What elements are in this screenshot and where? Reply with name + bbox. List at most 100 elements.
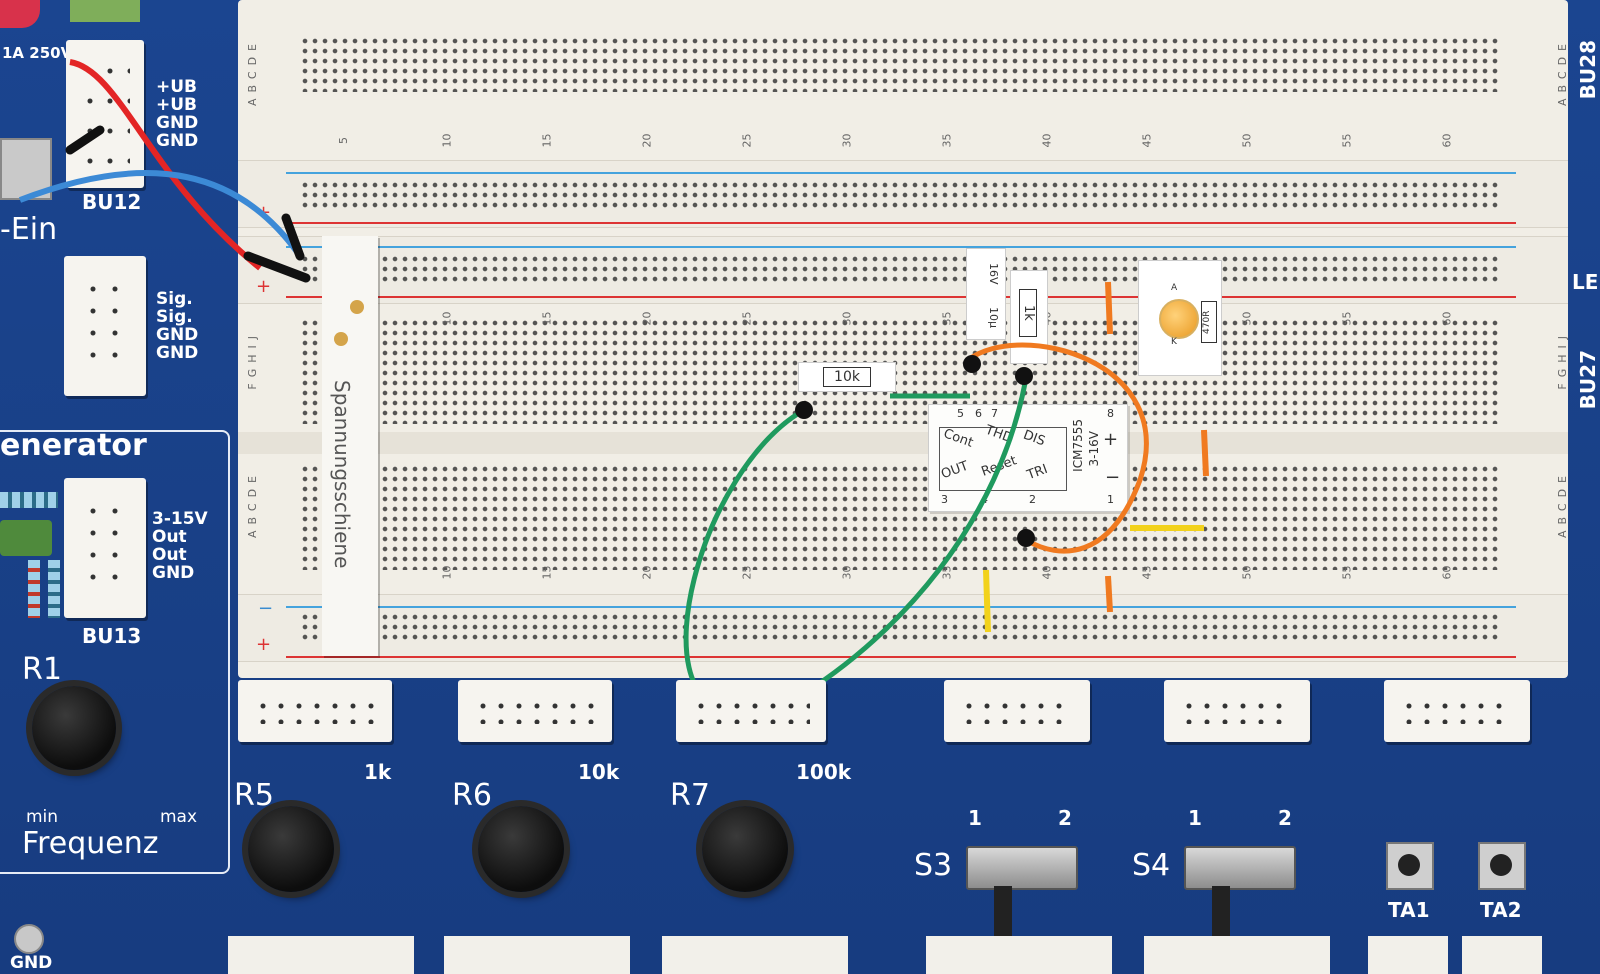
led-cathode-label: K: [1171, 337, 1177, 347]
letters-mid-left: FGHIJ: [246, 330, 259, 390]
resistor-1k-label: 1k: [1019, 289, 1037, 337]
capacitor-green: [70, 0, 140, 22]
r7-value: 100k: [796, 760, 852, 784]
led-module[interactable]: A K 470R: [1138, 260, 1222, 376]
r5-value: 1k: [364, 760, 392, 784]
power-socket[interactable]: [66, 40, 144, 188]
column-number: 60: [1440, 133, 1454, 148]
middle-strip-holes[interactable]: [300, 318, 1500, 424]
column-number: 20: [640, 311, 654, 326]
rail-plus-1: +: [256, 202, 272, 223]
rail-minus-3: −: [258, 598, 274, 619]
ic-pin-number: 1: [1107, 493, 1114, 506]
column-number: 40: [1040, 133, 1054, 148]
resistor-10k-label: 10k: [823, 367, 871, 387]
rail-holes-1[interactable]: [300, 180, 1500, 212]
rail-line-red-1: [286, 222, 1516, 224]
s4-slide-handle[interactable]: [1212, 886, 1230, 940]
rail-plus-2: +: [256, 276, 272, 297]
bottom-tab-3: [662, 936, 848, 974]
ta1-button[interactable]: [1386, 842, 1434, 890]
rail-line-blue-3: [286, 606, 1516, 608]
pot-socket-r6[interactable]: [458, 680, 612, 742]
r7-knob[interactable]: [702, 806, 788, 892]
power-switch[interactable]: [0, 138, 52, 200]
column-number: 50: [1240, 311, 1254, 326]
ta1-label: TA1: [1388, 898, 1430, 922]
switch-socket-s4[interactable]: [1164, 680, 1310, 742]
rail-holes-3[interactable]: [300, 612, 1500, 644]
resistor-10k[interactable]: 10k: [798, 362, 896, 392]
column-number: 25: [740, 565, 754, 580]
gnd-terminal[interactable]: [14, 924, 44, 954]
pot-socket-r7[interactable]: [676, 680, 826, 742]
lower-strip-holes[interactable]: [300, 464, 1500, 570]
capacitor-volt: 16V: [987, 263, 1000, 285]
ic-pin-number: 8: [1107, 407, 1114, 420]
s4-pos-1: 1: [1188, 806, 1202, 830]
r1-knob[interactable]: [32, 686, 116, 770]
capacitor-10u[interactable]: 16V 10µ: [966, 248, 1006, 340]
rail-line-red-2: [286, 296, 1516, 298]
column-number: 5: [337, 137, 350, 144]
column-number: 15: [540, 133, 554, 148]
generator-socket[interactable]: [64, 478, 146, 618]
r5-knob[interactable]: [248, 806, 334, 892]
s3-slide-handle[interactable]: [994, 886, 1012, 940]
column-number: 25: [740, 133, 754, 148]
signal-socket[interactable]: [64, 256, 146, 396]
bottom-tab-7: [1462, 936, 1542, 974]
r5-label: R5: [234, 778, 274, 813]
r1-label: R1: [22, 652, 62, 687]
column-number: 35: [940, 133, 954, 148]
pot-socket-r5[interactable]: [238, 680, 392, 742]
ic-minus: −: [1105, 467, 1121, 488]
button-socket[interactable]: [1384, 680, 1530, 742]
ic-pin-number: 2: [1029, 493, 1036, 506]
ic-name: ICM7555: [1071, 419, 1085, 472]
s3-pos-1: 1: [968, 806, 982, 830]
letters-low-right: ABCDE: [1556, 470, 1569, 538]
column-number: 35: [940, 311, 954, 326]
ic-pin-number: 7: [991, 407, 998, 420]
column-number: 10: [440, 133, 454, 148]
ic-icm7555[interactable]: Cont THD DIS OUT Reset TRI ICM7555 3-16V…: [928, 404, 1128, 512]
ic-pin-number: 3: [941, 493, 948, 506]
rail-holes-2[interactable]: [300, 254, 1500, 286]
rail-line-blue-1: [286, 172, 1516, 174]
letters-mid-right: FGHIJ: [1556, 330, 1569, 390]
s3-slide-switch[interactable]: [966, 846, 1078, 890]
resistor-small: [0, 492, 58, 508]
bu13-label: BU13: [82, 624, 142, 648]
letters-top-left: ABCDE: [246, 38, 259, 106]
le-label: LE: [1572, 270, 1599, 294]
resistor-v2: [48, 560, 60, 618]
fuse-label: 1A 250V: [2, 44, 73, 62]
ta2-button[interactable]: [1478, 842, 1526, 890]
ic-pin-number: 4: [981, 493, 988, 506]
max-label: max: [160, 807, 198, 827]
resistor-1k[interactable]: 1k: [1010, 270, 1048, 364]
led-amber: [1159, 299, 1199, 339]
s4-pos-2: 2: [1278, 806, 1292, 830]
rail-line-blue-2: [286, 246, 1516, 248]
rail-dot-1: [350, 300, 364, 314]
gnd-label: GND: [10, 953, 53, 973]
generator-frame: [0, 430, 230, 874]
column-number: 60: [1440, 565, 1454, 580]
s4-slide-switch[interactable]: [1184, 846, 1296, 890]
column-number: 30: [840, 565, 854, 580]
switch-socket-s3[interactable]: [944, 680, 1090, 742]
bottom-tab-1: [228, 936, 414, 974]
bottom-tab-5: [1144, 936, 1330, 974]
ta2-label: TA2: [1480, 898, 1522, 922]
r6-knob[interactable]: [478, 806, 564, 892]
top-strip-holes[interactable]: [300, 36, 1500, 92]
column-number: 25: [740, 311, 754, 326]
column-number: 20: [640, 133, 654, 148]
capacitor-small: [0, 520, 52, 556]
